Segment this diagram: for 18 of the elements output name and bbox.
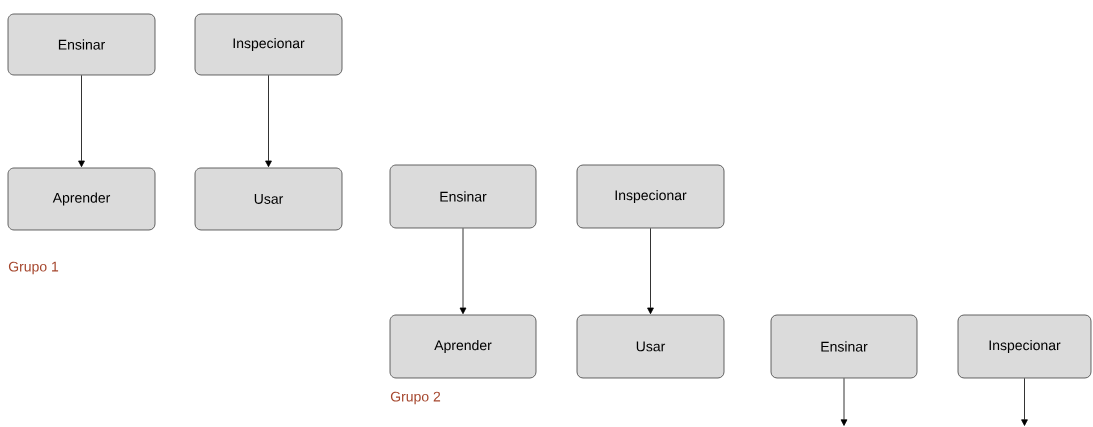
process-box: Ensinar [770,314,918,379]
process-box: Ensinar [389,164,537,229]
arrow [1021,378,1028,426]
process-box: Usar [194,167,343,231]
arrow [78,75,85,168]
process-box: Aprender [389,314,537,379]
group-label: Grupo 2 [390,391,441,405]
process-box: Inspecionar [576,164,725,229]
group-label: Grupo 1 [8,261,59,275]
process-box: Aprender [7,167,156,231]
arrow [459,228,467,315]
arrow [647,228,654,315]
arrow [265,75,272,168]
process-box: Inspecionar [957,314,1092,379]
process-box: Inspecionar [194,13,343,76]
process-box: Ensinar [7,13,156,76]
arrow [840,378,848,426]
process-box: Usar [576,314,725,379]
